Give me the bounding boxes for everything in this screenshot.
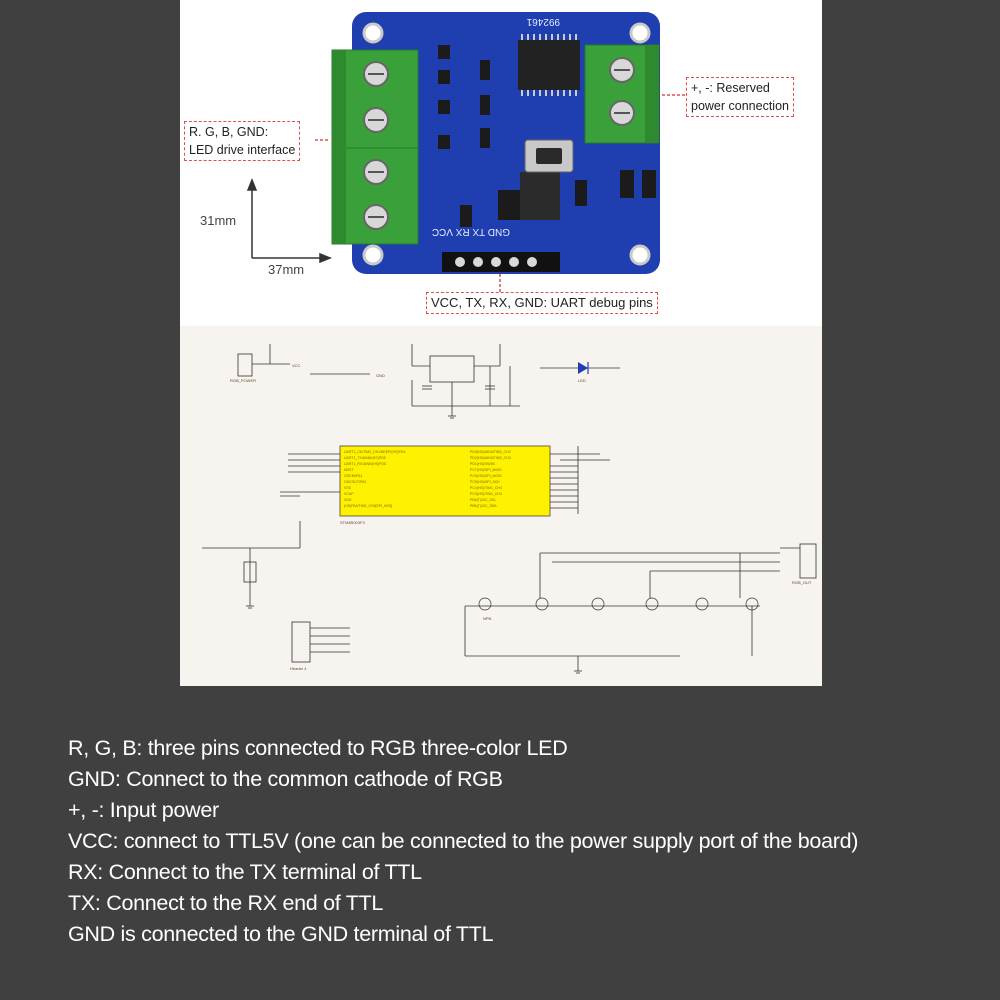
- led-symbol: [578, 362, 588, 374]
- svg-text:OSCOUT/PA2: OSCOUT/PA2: [344, 480, 366, 484]
- height-dimension-label: 31mm: [200, 213, 237, 228]
- note-input-power: +, -: Input power: [68, 798, 219, 822]
- board-photo-area: 992461 GND TX RX VCC: [180, 0, 822, 326]
- uart-pin-header: [442, 252, 560, 272]
- ground-symbols: [246, 415, 582, 674]
- smd-components: [438, 45, 656, 227]
- power-callout-line2: power connection: [691, 99, 789, 113]
- svg-text:UART1_RX/AIN6/(HS)PD6: UART1_RX/AIN6/(HS)PD6: [344, 462, 386, 466]
- svg-text:PC7(HS)/SPI_MISO: PC7(HS)/SPI_MISO: [470, 468, 502, 472]
- schematic-npn-label: NPN: [483, 616, 492, 621]
- note-rgb-pins: R, G, B: three pins connected to RGB thr…: [68, 736, 568, 760]
- svg-text:VSS: VSS: [344, 486, 352, 490]
- svg-text:VDD: VDD: [344, 498, 352, 502]
- rgb-terminal-block: [331, 49, 419, 245]
- pcb-board: [352, 12, 660, 274]
- power-callout-line1: +, -: Reserved: [691, 81, 770, 95]
- svg-text:VCAP: VCAP: [344, 492, 354, 496]
- mcu-chip: [518, 34, 580, 96]
- svg-text:PC5(HS)/SPI_SCK: PC5(HS)/SPI_SCK: [470, 480, 500, 484]
- svg-text:(HS)PA3/TIM2_CH3[SPI_NSS]: (HS)PA3/TIM2_CH3[SPI_NSS]: [344, 504, 392, 508]
- schematic-rgb-power-label: RGB_POWER: [230, 378, 256, 383]
- svg-text:PD3(HS)/AIN4/TIM2_CH2: PD3(HS)/AIN4/TIM2_CH2: [470, 450, 511, 454]
- svg-text:UART1_CK/TIM2_CH1/BEEP/(HS)PD4: UART1_CK/TIM2_CH1/BEEP/(HS)PD4: [344, 450, 405, 454]
- svg-text:PB4(T)/I2C_SCL: PB4(T)/I2C_SCL: [470, 498, 496, 502]
- note-gnd-cathode: GND: Connect to the common cathode of RG…: [68, 767, 503, 791]
- width-dimension-label: 37mm: [268, 262, 305, 277]
- svg-text:PC6(HS)/SPI_MOSI: PC6(HS)/SPI_MOSI: [470, 474, 502, 478]
- schematic-vcc-label: VCC: [292, 363, 301, 368]
- power-callout: +, -: Reserved power connection: [686, 77, 794, 117]
- schematic-gnd-label: GND: [376, 373, 385, 378]
- svg-text:PD1(HS)/SWIM: PD1(HS)/SWIM: [470, 462, 495, 466]
- circuit-schematic: UART1_CK/TIM2_CH1/BEEP/(HS)PD4 UART1_TX/…: [180, 326, 822, 686]
- note-gnd-ttl: GND is connected to the GND terminal of …: [68, 922, 494, 946]
- schematic-led-label: LED: [578, 378, 586, 383]
- svg-text:PC4(HS)/TIM1_CH4: PC4(HS)/TIM1_CH4: [470, 486, 502, 490]
- schematic-mcu-label: STM8S003F3: [340, 520, 365, 525]
- note-vcc: VCC: connect to TTL5V (one can be connec…: [68, 829, 859, 853]
- svg-text:OSCIN/PA1: OSCIN/PA1: [344, 474, 362, 478]
- led-interface-callout-line1: R. G, B, GND:: [189, 125, 269, 139]
- note-rx: RX: Connect to the TX terminal of TTL: [68, 860, 422, 884]
- dimension-arrows: [246, 177, 333, 264]
- schematic-drawing: UART1_CK/TIM2_CH1/BEEP/(HS)PD4 UART1_TX/…: [202, 344, 817, 674]
- schematic-header-label: Header 4: [290, 666, 307, 671]
- product-image-panel: 992461 GND TX RX VCC: [180, 0, 822, 686]
- pcb-board-illustration: 992461 GND TX RX VCC: [246, 12, 685, 292]
- mcu-schematic-block: [339, 445, 551, 517]
- board-pin-labels: GND TX RX VCC: [432, 226, 510, 237]
- schematic-rgb-out-label: RGB_OUT: [792, 580, 812, 585]
- svg-text:PD2(HS)/AIN3/TIM2_CH3: PD2(HS)/AIN3/TIM2_CH3: [470, 456, 511, 460]
- power-terminal-block: [584, 44, 660, 144]
- svg-text:PB5(T)/I2C_SDA: PB5(T)/I2C_SDA: [470, 504, 497, 508]
- note-tx: TX: Connect to the RX end of TTL: [68, 891, 384, 915]
- callout-leaders: [315, 94, 685, 292]
- svg-text:NRST: NRST: [344, 468, 354, 472]
- svg-text:PC3(HS)/TIM1_CH3: PC3(HS)/TIM1_CH3: [470, 492, 502, 496]
- board-code: 992461: [526, 16, 560, 27]
- led-interface-callout: R. G, B, GND: LED drive interface: [184, 121, 301, 161]
- transistor-symbols: [478, 597, 759, 611]
- pin-description-notes: R, G, B: three pins connected to RGB thr…: [68, 733, 988, 950]
- uart-callout: VCC, TX, RX, GND: UART debug pins: [426, 292, 658, 314]
- led-interface-callout-line2: LED drive interface: [189, 143, 296, 157]
- svg-text:UART1_TX/AIN5/(HS)PD5: UART1_TX/AIN5/(HS)PD5: [344, 456, 386, 460]
